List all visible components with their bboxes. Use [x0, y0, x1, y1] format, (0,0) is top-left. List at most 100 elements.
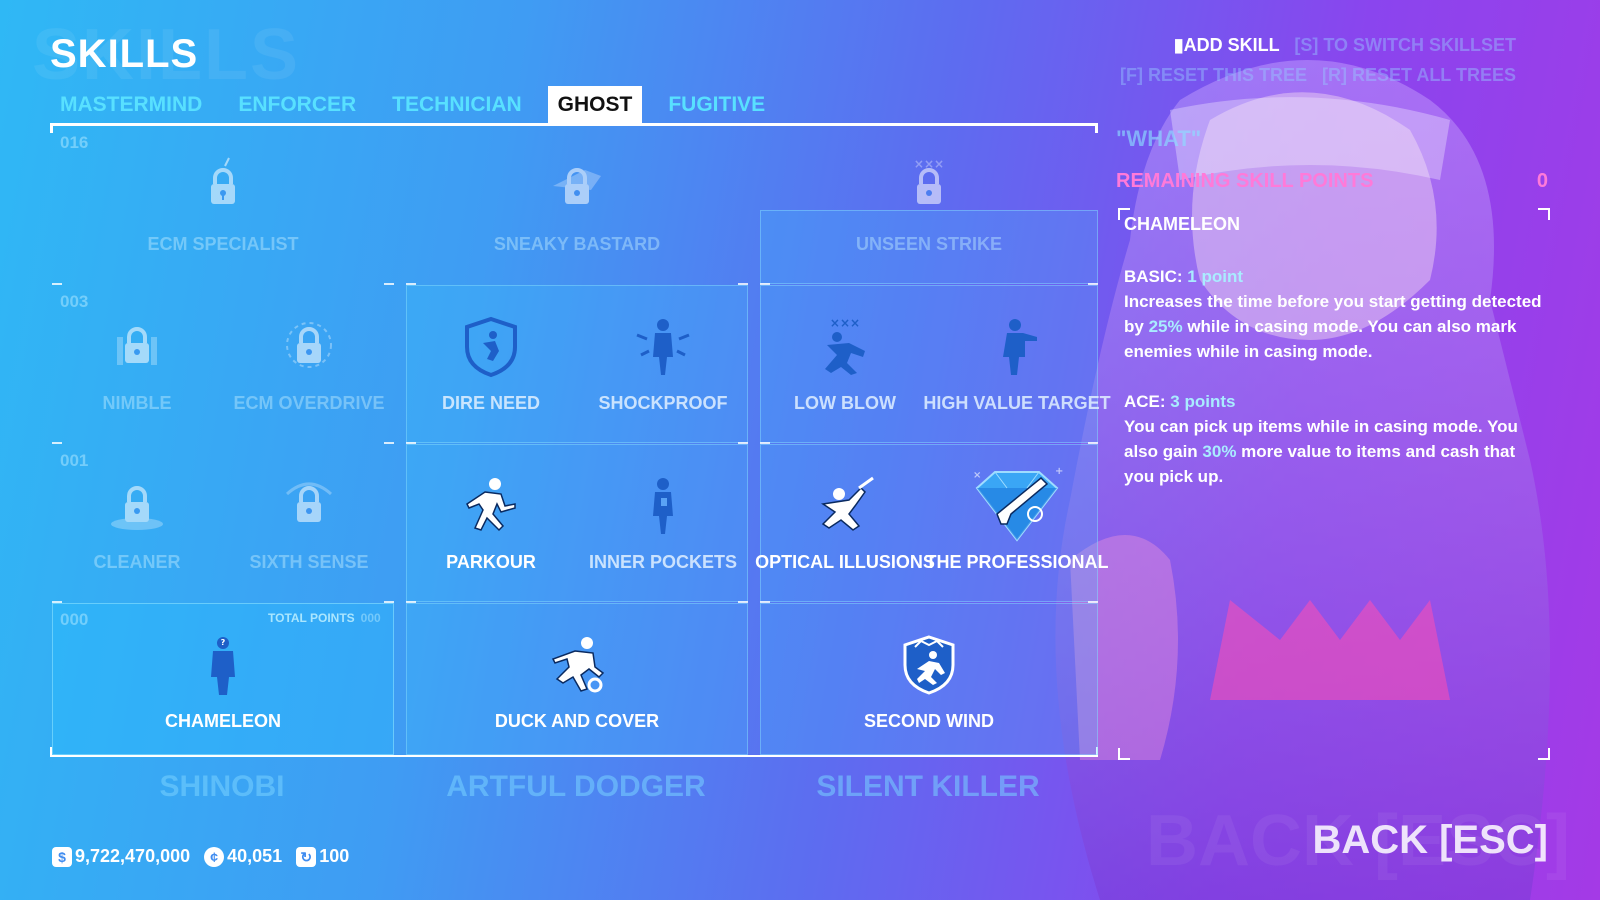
lock-icon: [277, 474, 341, 538]
skill-label: SECOND WIND: [864, 711, 994, 731]
svg-text:×××: ×××: [830, 316, 860, 330]
skill-label: OPTICAL ILLUSIONS: [755, 552, 935, 572]
skill-label: DUCK AND COVER: [494, 711, 660, 731]
add-skill-hint[interactable]: ▮ADD SKILL: [1173, 35, 1280, 55]
chameleon-icon: ?: [191, 633, 255, 697]
remaining-skill-points: REMAINING SKILL POINTS 0: [1116, 170, 1548, 193]
remaining-value: 0: [1536, 170, 1548, 192]
row-divider-mark: [738, 283, 748, 285]
total-points-value: 000: [360, 611, 381, 625]
lock-icon: [105, 474, 169, 538]
skill-dire-need[interactable]: DIRE NEED: [406, 289, 576, 439]
duck-and-cover-icon: [545, 633, 609, 697]
continental-coin-icon: ¢: [204, 846, 225, 867]
back-button[interactable]: BACK [ESC]: [1312, 818, 1548, 862]
dire-need-icon: [459, 315, 523, 379]
tab-enforcer[interactable]: ENFORCER: [238, 93, 357, 116]
skill-info-title: CHAMELEON: [1124, 214, 1240, 234]
skill-label: LOW BLOW: [794, 393, 896, 413]
artful-dodger-tier3-cell: [406, 285, 748, 443]
total-points: TOTAL POINTS 000: [268, 611, 381, 625]
tier-2-cost: 001: [60, 451, 89, 470]
lock-icon: [105, 315, 169, 379]
tab-fugitive[interactable]: FUGITIVE: [668, 93, 766, 116]
frame-corner: [1118, 748, 1130, 760]
frame-corner: [1118, 208, 1130, 220]
frame-corner: [1538, 208, 1550, 220]
row-divider-mark: [406, 442, 416, 444]
skill-label: CLEANER: [93, 552, 181, 572]
skill-unseen-strike[interactable]: ××× UNSEEN STRIKE: [844, 130, 1014, 280]
row-divider-mark: [384, 442, 394, 444]
svg-text:×××: ×××: [914, 157, 944, 171]
skill-low-blow[interactable]: ××× LOW BLOW: [760, 289, 930, 439]
ace-label: ACE:: [1124, 392, 1166, 411]
lock-icon: [191, 156, 255, 220]
row-divider-mark: [1088, 283, 1098, 285]
row-divider-mark: [1088, 442, 1098, 444]
silent-killer-tier3-cell: [760, 285, 1098, 443]
skill-label: SHOCKPROOF: [598, 393, 728, 413]
money-value: 9,722,470,000: [75, 846, 191, 866]
basic-description: BASIC: 1 point Increases the time before…: [1124, 267, 1542, 361]
skill-parkour[interactable]: PARKOUR: [406, 448, 576, 598]
skill-label: CHAMELEON: [165, 711, 281, 731]
skill-label: ECM OVERDRIVE: [233, 393, 385, 413]
skill-label: HIGH VALUE TARGET: [923, 393, 1111, 413]
lock-icon: ×××: [897, 156, 961, 220]
row-divider-mark: [384, 601, 394, 603]
reset-all-hint[interactable]: [R] RESET ALL TREES: [1321, 65, 1516, 85]
lock-icon: [277, 315, 341, 379]
money-display: $ 9,722,470,000: [52, 846, 190, 867]
the-professional-icon: ×+: [967, 464, 1067, 544]
ace-points: 3 points: [1170, 392, 1236, 411]
tab-ghost[interactable]: GHOST: [547, 86, 643, 124]
skill-chameleon[interactable]: ? CHAMELEON: [138, 607, 308, 757]
coins-value: 40,051: [227, 846, 283, 866]
second-wind-icon: [897, 633, 961, 697]
skill-inner-pockets[interactable]: INNER POCKETS: [578, 448, 748, 598]
lock-icon: [545, 156, 609, 220]
switch-skillset-hint[interactable]: [S] TO SWITCH SKILLSET: [1294, 35, 1516, 55]
tab-technician[interactable]: TECHNICIAN: [392, 93, 522, 116]
reset-tree-hint[interactable]: [F] RESET THIS TREE: [1119, 65, 1307, 85]
skill-ecm-overdrive[interactable]: ECM OVERDRIVE: [224, 289, 394, 439]
high-value-target-icon: [985, 315, 1049, 379]
row-divider-mark: [52, 442, 62, 444]
skill-label: DIRE NEED: [441, 393, 540, 413]
frame-corner: [1538, 748, 1550, 760]
silent-killer-tier2-cell: [760, 444, 1098, 602]
skill-label: NIMBLE: [102, 393, 172, 413]
tree-name-artful-dodger: ARTFUL DODGER: [446, 770, 706, 803]
skill-ecm-specialist[interactable]: ECM SPECIALIST: [138, 130, 308, 280]
skill-sixth-sense[interactable]: SIXTH SENSE: [224, 448, 394, 598]
skill-sneaky-bastard[interactable]: SNEAKY BASTARD: [492, 130, 662, 280]
skill-second-wind[interactable]: SECOND WIND: [844, 607, 1014, 757]
skill-cleaner[interactable]: CLEANER: [52, 448, 222, 598]
skill-optical-illusions[interactable]: OPTICAL ILLUSIONS: [755, 448, 935, 598]
skill-shockproof[interactable]: SHOCKPROOF: [578, 289, 748, 439]
skill-duck-and-cover[interactable]: DUCK AND COVER: [492, 607, 662, 757]
tree-bottom-border: [50, 747, 1098, 757]
row-divider-mark: [1088, 601, 1098, 603]
skill-the-professional[interactable]: ×+ THE PROFESSIONAL: [925, 448, 1108, 598]
total-points-label: TOTAL POINTS: [268, 611, 355, 625]
row-divider-mark: [406, 601, 416, 603]
tree-name-shinobi: SHINOBI: [159, 770, 285, 803]
skill-label: SIXTH SENSE: [249, 552, 369, 572]
dollar-icon: $: [52, 846, 72, 867]
artful-dodger-tier2-cell: [406, 444, 748, 602]
skill-tree-tabs: MASTERMIND ENFORCER TECHNICIAN GHOST FUG…: [50, 86, 791, 124]
row-divider-mark: [52, 601, 62, 603]
skill-nimble[interactable]: NIMBLE: [52, 289, 222, 439]
coins-display: ¢ 40,051: [204, 846, 282, 867]
currency-bar: $ 9,722,470,000 ¢ 40,051 ↻ 100: [52, 846, 363, 867]
row-divider-mark: [738, 442, 748, 444]
skill-high-value-target[interactable]: HIGH VALUE TARGET: [923, 289, 1111, 439]
svg-text:+: +: [1055, 466, 1063, 477]
ace-description: ACE: 3 points You can pick up items whil…: [1124, 392, 1518, 486]
tier-1-cost: 000: [60, 610, 89, 629]
skill-info-panel: CHAMELEON BASIC: 1 point Increases the t…: [1118, 208, 1550, 760]
tab-mastermind[interactable]: MASTERMIND: [60, 93, 203, 116]
basic-points: 1 point: [1187, 267, 1244, 286]
